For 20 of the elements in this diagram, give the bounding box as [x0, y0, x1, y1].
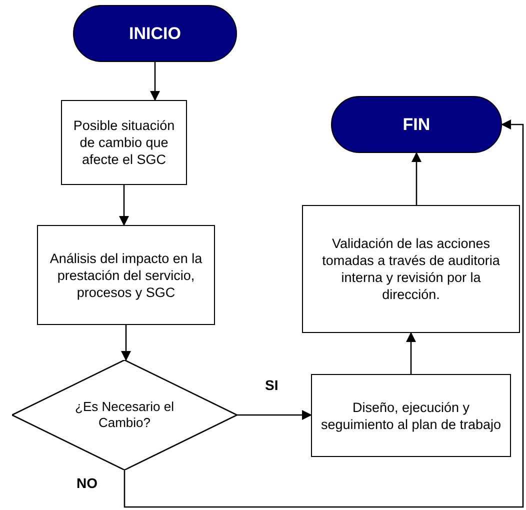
arrow — [119, 185, 129, 226]
decision-label: ¿Es Necesario el Cambio? — [74, 399, 175, 431]
arrow — [121, 325, 131, 361]
process-box — [61, 100, 187, 185]
process-text: Posible situación de cambio que afecte el SGC — [72, 117, 176, 168]
process-box — [302, 205, 520, 333]
process-text: Validación de las acciones tomadas a través de auditoria interna y revisión por la dirección. — [321, 235, 501, 303]
arrow — [124, 120, 524, 508]
terminal-label: FIN — [402, 116, 432, 133]
arrow — [237, 410, 312, 420]
arrow — [406, 332, 416, 374]
process-box — [37, 225, 215, 325]
edge-label: NO — [76, 475, 98, 491]
terminal-label: INICIO — [128, 25, 182, 42]
arrow — [412, 152, 422, 205]
arrow — [150, 62, 160, 101]
process-text: Diseño, ejecución y seguimiento al plan de trabajo — [320, 398, 502, 432]
process-box — [311, 374, 511, 457]
edge-label: SI — [265, 377, 278, 393]
process-text: Análisis del impacto en la prestación del servicio, procesos y SGC — [48, 250, 204, 300]
